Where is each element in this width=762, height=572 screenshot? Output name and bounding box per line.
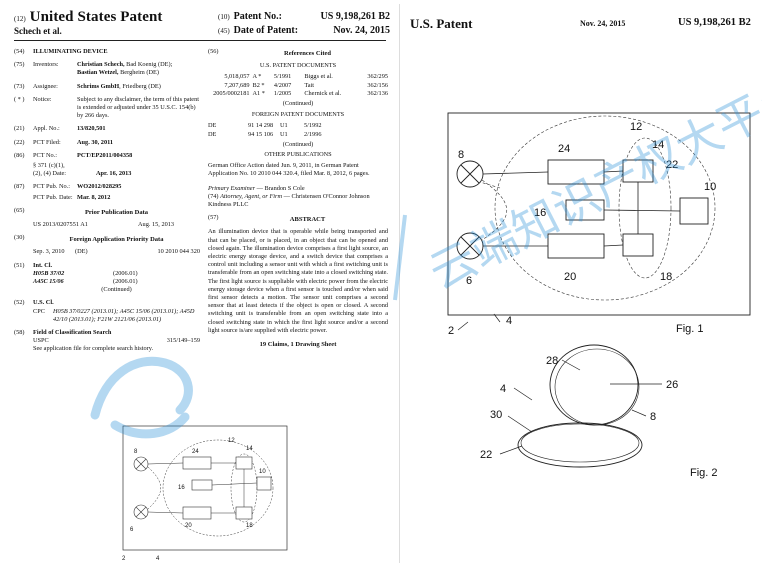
assignee: Schrims GmbH, Friedberg (DE)	[77, 82, 161, 90]
invention-title: ILLUMINATING DEVICE	[33, 48, 108, 55]
inventors: Christian Schech, Bad Koenig (DE);Bastia…	[77, 61, 173, 77]
patent-front-page: (12) United States Patent Schech et al. …	[14, 8, 390, 563]
block-20	[547, 233, 605, 259]
svg-text:26: 26	[666, 379, 678, 391]
patent-number: US 9,198,261 B2	[320, 11, 390, 22]
svg-text:24: 24	[558, 143, 570, 155]
svg-text:24: 24	[192, 449, 199, 455]
block-24	[547, 159, 605, 185]
svg-text:30: 30	[490, 409, 502, 421]
fig2-caption: Fig. 2	[690, 467, 718, 479]
svg-text:22: 22	[666, 159, 678, 171]
pct-pub-no: WO2012/028295	[77, 183, 122, 191]
patent-no-label: Patent No.:	[233, 11, 282, 22]
svg-text:8: 8	[134, 449, 138, 455]
other-publications: German Office Action dated Jun. 9, 2011,…	[208, 162, 370, 178]
svg-text:20: 20	[564, 271, 576, 283]
svg-text:20: 20	[185, 523, 192, 529]
svg-text:6: 6	[130, 527, 134, 533]
svg-text:12: 12	[228, 438, 235, 444]
svg-text:22: 22	[480, 449, 492, 461]
block-10	[679, 197, 709, 225]
fig1-housing-outline	[494, 115, 716, 301]
kind-code: (12)	[14, 15, 26, 23]
small-fig-frame	[122, 425, 288, 551]
sheet-date: Nov. 24, 2015	[580, 19, 626, 28]
abstract-heading: ABSTRACT	[289, 216, 326, 224]
block-18	[622, 233, 654, 257]
sheet-title: U.S. Patent	[410, 16, 473, 31]
svg-text:28: 28	[546, 355, 558, 367]
block-22	[622, 159, 654, 183]
fig1-frame	[447, 112, 751, 316]
notice-text: Subject to any disclaimer, the term of t…	[77, 95, 199, 120]
svg-text:14: 14	[246, 446, 253, 452]
header-rule	[14, 40, 386, 41]
references-heading: References Cited	[284, 50, 331, 57]
svg-text:18: 18	[246, 523, 253, 529]
svg-text:4: 4	[500, 383, 506, 395]
patent-date: Nov. 24, 2015	[333, 25, 390, 36]
appl-no: 13/820,501	[77, 125, 106, 133]
svg-text:18: 18	[660, 271, 672, 283]
patent-drawing-sheet: U.S. Patent Nov. 24, 2015 US 9,198,261 B…	[400, 0, 762, 567]
svg-text:16: 16	[534, 207, 546, 219]
header-left: (12) United States Patent Schech et al.	[14, 8, 163, 36]
svg-text:4: 4	[506, 315, 512, 327]
svg-text:8: 8	[650, 411, 656, 423]
figure-1: 8 6 24 16 20 12 14 22 10 18 2 4 Fig. 1	[440, 108, 762, 338]
svg-text:6: 6	[466, 275, 472, 287]
svg-text:10: 10	[259, 469, 266, 475]
page-gutter	[399, 4, 400, 563]
bibliographic-column: (54)ILLUMINATING DEVICE (75)Inventors: C…	[14, 48, 200, 353]
front-page-drawing: 8 6 24 16 20 12 14 10 18 2 4	[120, 423, 290, 563]
figure-2: 28 26 4 8 30 22 Fig. 2	[470, 340, 762, 490]
header-right: (10)Patent No.:US 9,198,261 B2 (45)Date …	[218, 11, 390, 36]
svg-text:12: 12	[630, 121, 642, 133]
case-base	[517, 422, 643, 468]
block-16	[565, 199, 605, 221]
sheet-patent-number: US 9,198,261 B2	[678, 17, 751, 28]
pct-no: PCT/EP2011/004358	[77, 151, 133, 159]
case-lid	[549, 344, 639, 426]
inventor-short: Schech et al.	[14, 26, 62, 36]
abstract-text: An illumination device that is operable …	[208, 228, 388, 334]
attorney: (74) Attorney, Agent, or Firm — Christen…	[208, 192, 370, 209]
claims-summary: 19 Claims, 1 Drawing Sheet	[259, 341, 337, 349]
svg-text:10: 10	[704, 181, 716, 193]
pct-filed: Aug. 30, 2011	[77, 138, 114, 146]
svg-text:2: 2	[122, 556, 126, 562]
date-label: Date of Patent:	[233, 25, 299, 36]
svg-text:16: 16	[178, 485, 185, 491]
cpc-classes: H05B 37/0227 (2013.01); A45C 15/06 (2013…	[53, 307, 195, 323]
svg-text:4: 4	[156, 556, 160, 562]
fig1-caption: Fig. 1	[676, 323, 704, 335]
svg-text:2: 2	[448, 325, 454, 337]
patent-title-heading: United States Patent	[29, 9, 163, 25]
primary-examiner: Primary Examiner — Brandon S Cole	[208, 184, 305, 192]
svg-text:8: 8	[458, 149, 464, 161]
svg-text:14: 14	[652, 139, 664, 151]
small-fig-outline	[162, 439, 274, 537]
references-column: (56)References Cited U.S. PATENT DOCUMEN…	[208, 48, 388, 349]
